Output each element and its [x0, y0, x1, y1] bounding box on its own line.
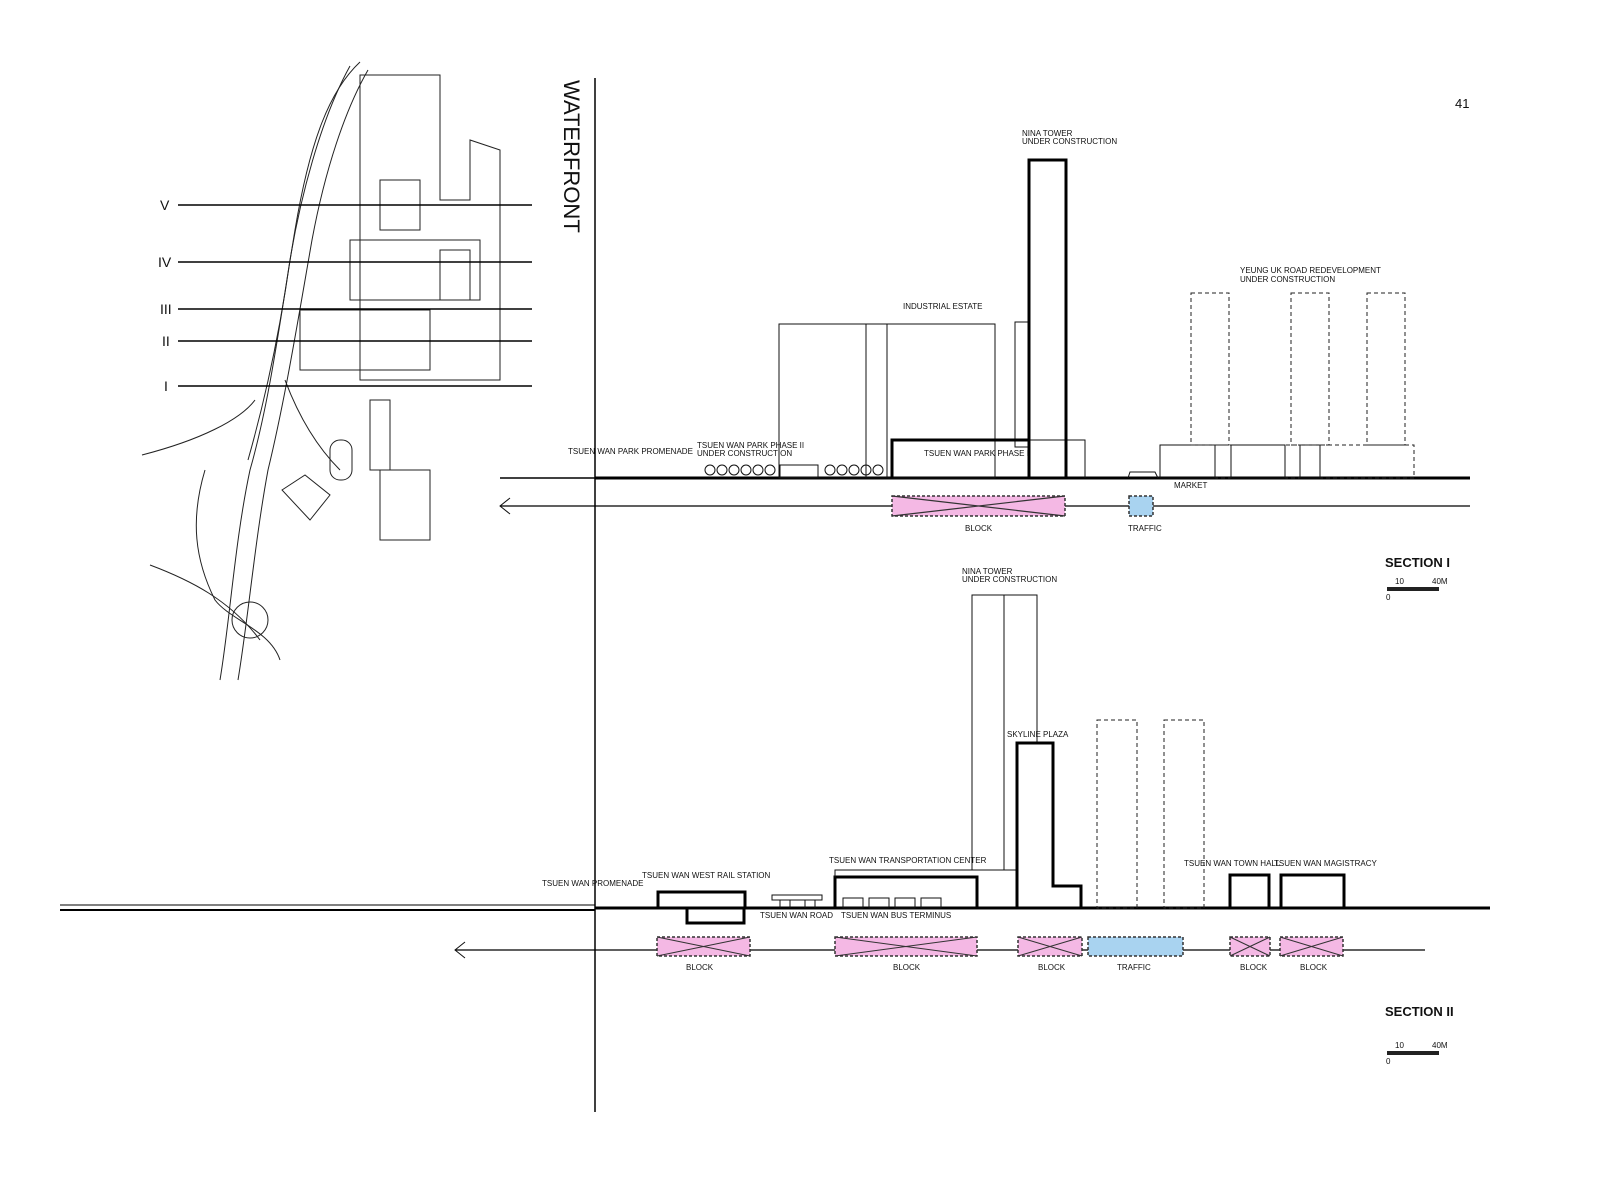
label-block: BLOCK [893, 963, 921, 972]
scale-end: 40M [1432, 1041, 1448, 1050]
magistracy-building [1279, 873, 1346, 908]
rail-station-building [656, 890, 747, 908]
label-traffic: TRAFFIC [1117, 963, 1151, 972]
section-1-title: SECTION I [1385, 555, 1450, 570]
label-magistracy: TSUEN WAN MAGISTRACY [1274, 859, 1377, 868]
town-hall-building [1228, 873, 1271, 908]
scale-mid: 10 [1395, 577, 1404, 586]
label-yeung-under: UNDER CONSTRUCTION [1240, 275, 1335, 284]
label-yeung-uk: YEUNG UK ROAD REDEVELOPMENT [1240, 266, 1381, 275]
label-block: BLOCK [965, 524, 993, 533]
section-2-title: SECTION II [1385, 1004, 1454, 1019]
arrow-left-icon [454, 941, 466, 959]
scale-end: 40M [1432, 577, 1448, 586]
label-transport-center: TSUEN WAN TRANSPORTATION CENTER [829, 856, 987, 865]
label-rail-station: TSUEN WAN WEST RAIL STATION [642, 871, 771, 880]
label-park-phase-2-under: UNDER CONSTRUCTION [697, 449, 792, 458]
label-block: BLOCK [1240, 963, 1268, 972]
label-nina-tower-2: NINA TOWER [962, 567, 1013, 576]
label-nina-under: UNDER CONSTRUCTION [1022, 137, 1117, 146]
section-2-block-bars [656, 936, 1344, 957]
tree-icons [704, 464, 884, 478]
scale-bar [1387, 587, 1439, 591]
park-phase-1-building [890, 438, 1029, 478]
arrow-left-icon [499, 497, 511, 515]
section-2: NINA TOWER UNDER CONSTRUCTION SKYLINE PL… [60, 567, 1490, 1066]
nina-tower-building [1027, 158, 1068, 478]
section-marker-iv: IV [158, 254, 172, 270]
waterfront-label: WATERFRONT [559, 80, 584, 233]
label-block: BLOCK [1300, 963, 1328, 972]
scale-zero: 0 [1386, 593, 1391, 602]
section-marker-i: I [164, 378, 168, 394]
label-skyline-plaza: SKYLINE PLAZA [1007, 730, 1069, 739]
label-road: TSUEN WAN ROAD [760, 911, 833, 920]
label-nina-tower: NINA TOWER [1022, 129, 1073, 138]
label-market: MARKET [1174, 481, 1207, 490]
site-map: V IV III II I [141, 61, 532, 681]
transport-center-building [833, 875, 979, 908]
label-industrial: INDUSTRIAL ESTATE [903, 302, 982, 311]
section-marker-v: V [160, 197, 170, 213]
section-1-traffic-bar [1128, 495, 1154, 517]
label-nina-under-2: UNDER CONSTRUCTION [962, 575, 1057, 584]
label-bus-terminus: TSUEN WAN BUS TERMINUS [841, 911, 951, 920]
label-park-phase-1: TSUEN WAN PARK PHASE I [924, 449, 1029, 458]
section-1: NINA TOWER UNDER CONSTRUCTION INDUSTRIAL… [499, 129, 1470, 602]
label-traffic: TRAFFIC [1128, 524, 1162, 533]
page-number: 41 [1455, 96, 1469, 111]
section-marker-lines [178, 204, 532, 387]
scale-mid: 10 [1395, 1041, 1404, 1050]
label-park-phase-2: TSUEN WAN PARK PHASE II [697, 441, 804, 450]
section-2-traffic-bar [1087, 936, 1184, 957]
scale-bar [1387, 1051, 1439, 1055]
scale-zero: 0 [1386, 1057, 1391, 1066]
road-structure [771, 894, 823, 908]
label-promenade: TSUEN WAN PROMENADE [542, 879, 644, 888]
label-town-hall: TSUEN WAN TOWN HALL [1184, 859, 1281, 868]
label-block: BLOCK [1038, 963, 1066, 972]
section-marker-ii: II [162, 333, 170, 349]
label-park-promenade: TSUEN WAN PARK PROMENADE [568, 447, 693, 456]
skyline-plaza-building [1015, 741, 1083, 908]
label-block: BLOCK [686, 963, 714, 972]
section-marker-iii: III [160, 301, 172, 317]
